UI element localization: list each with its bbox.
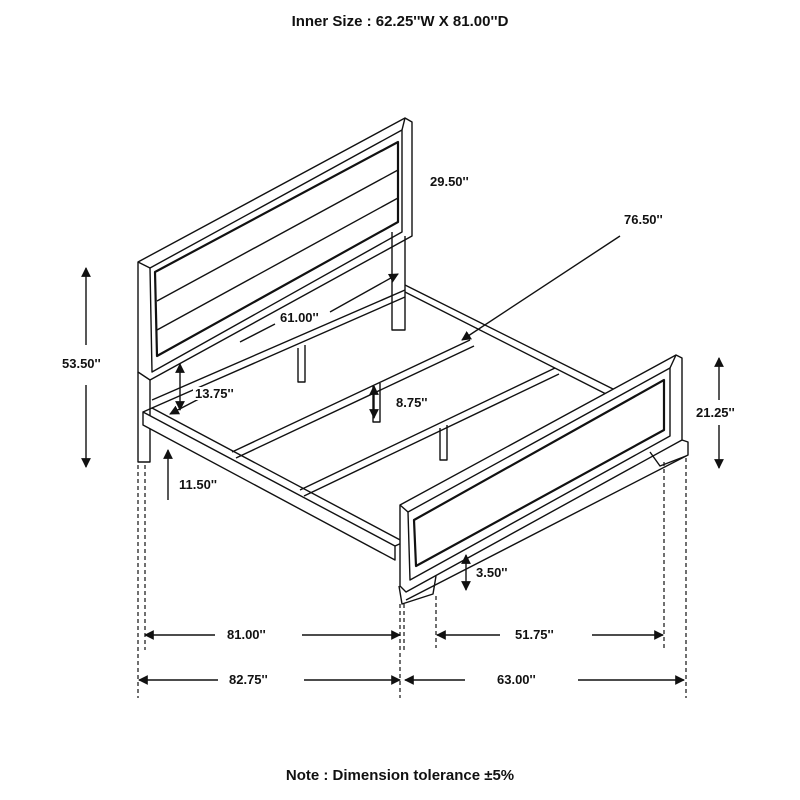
dim-headboard-to-rail: 13.75'' (193, 386, 236, 401)
dim-headboard-inner-width: 61.00'' (278, 310, 321, 325)
dim-footboard-height: 21.25'' (694, 405, 737, 420)
side-rails (142, 284, 616, 561)
dim-slat-support-leg: 8.75'' (394, 395, 430, 410)
dim-inner-length-diagonal: 76.50'' (622, 212, 665, 227)
dim-overall-length: 82.75'' (227, 672, 270, 687)
tolerance-note: Note : Dimension tolerance ±5% (285, 767, 515, 784)
dim-footboard-inner-width: 51.75'' (513, 627, 556, 642)
dim-headboard-panel-height: 29.50'' (428, 174, 471, 189)
headboard (137, 117, 413, 463)
slats (151, 289, 560, 497)
dim-rail-length: 81.00'' (225, 627, 268, 642)
footboard (398, 354, 689, 605)
inner-size-title: Inner Size : 62.25''W X 81.00''D (291, 13, 509, 30)
dim-overall-width: 63.00'' (495, 672, 538, 687)
dim-rail-clearance: 11.50'' (177, 477, 219, 492)
dim-overall-height: 53.50'' (60, 356, 103, 371)
dim-footboard-leg-height: 3.50'' (474, 565, 510, 580)
